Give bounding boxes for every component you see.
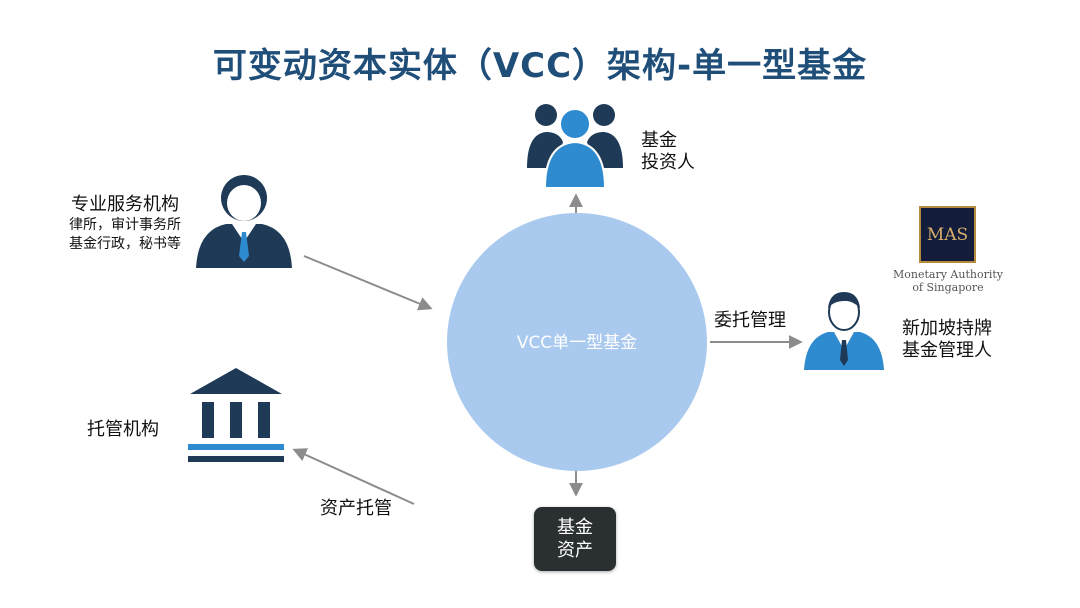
investors-label: 基金 投资人 [641,130,695,174]
vcc-label: VCC单一型基金 [516,333,638,353]
mas-name-line2: of Singapore [912,281,984,294]
fund-manager-icon [804,292,884,370]
service-providers-heading: 专业服务机构 [71,194,179,215]
businessman-icon [196,175,292,268]
arrow-service-to-vcc [303,255,433,311]
investors-line2: 投资人 [641,152,695,173]
arrow-to-custodian [292,448,415,505]
mas-logo: MAS [919,206,976,263]
vcc-circle [447,213,707,471]
investors-line1: 基金 [641,130,677,151]
bank-building-icon [188,368,284,462]
investors-group-icon [527,104,623,189]
diagram-title: 可变动资本实体（VCC）架构-单一型基金 [212,46,868,86]
asset-custody-label: 资产托管 [320,498,392,519]
manager-line1: 新加坡持牌 [902,318,992,339]
fund-assets-line1: 基金 [557,517,593,538]
custodian-label: 托管机构 [87,419,159,440]
manager-label: 新加坡持牌 基金管理人 [902,318,992,362]
fund-assets-line2: 资产 [557,540,593,561]
service-providers-line1: 律所，审计事务所 [69,217,181,233]
mas-name: Monetary Authority of Singapore [888,268,1008,294]
service-providers-text: 专业服务机构 律所，审计事务所 基金行政，秘书等 [60,194,190,254]
delegation-label: 委托管理 [714,310,786,331]
fund-assets-box: 基金 资产 [534,507,616,571]
service-providers-line2: 基金行政，秘书等 [69,236,181,252]
mas-name-line1: Monetary Authority [893,268,1003,281]
manager-line2: 基金管理人 [902,340,992,361]
